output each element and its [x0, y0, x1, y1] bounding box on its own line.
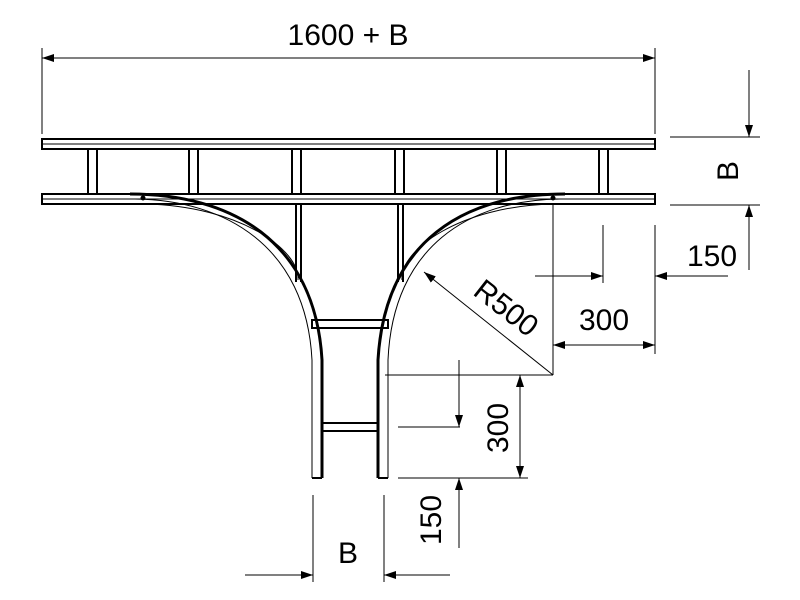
dimension-radius: R500	[423, 271, 554, 376]
dimension-height-b-right-label: B	[712, 161, 745, 181]
dimension-radius-label: R500	[467, 273, 544, 343]
dimension-offset-150-lower: 150	[415, 360, 463, 548]
rungs	[87, 148, 609, 195]
dimension-total-width: 1600 + B	[41, 19, 656, 134]
rung	[291, 148, 302, 195]
dimension-offset-150-right-label: 150	[687, 240, 737, 273]
dimension-total-width-label: 1600 + B	[288, 19, 409, 52]
dimension-width-b-bottom-label: B	[338, 537, 358, 570]
branch-rung	[321, 422, 379, 432]
rung	[188, 148, 199, 195]
curved-branch-rails	[129, 192, 566, 478]
dimension-offset-300-right: 300	[552, 205, 655, 375]
rung	[496, 148, 507, 195]
branch-rung	[311, 319, 389, 329]
dimension-height-b-right: B	[670, 70, 760, 270]
dimension-offset-300-right-label: 300	[579, 304, 629, 337]
rung	[598, 148, 609, 195]
rung	[87, 148, 98, 195]
branch-stub	[311, 319, 389, 479]
dimension-offset-300-lower-label: 300	[482, 403, 515, 453]
rung	[394, 148, 405, 195]
dimension-offset-300-lower: 300	[385, 374, 553, 479]
dimension-width-b-bottom: B	[245, 495, 450, 582]
dimension-offset-150-right: 150	[535, 225, 737, 354]
dimension-offset-150-lower-label: 150	[415, 495, 448, 545]
